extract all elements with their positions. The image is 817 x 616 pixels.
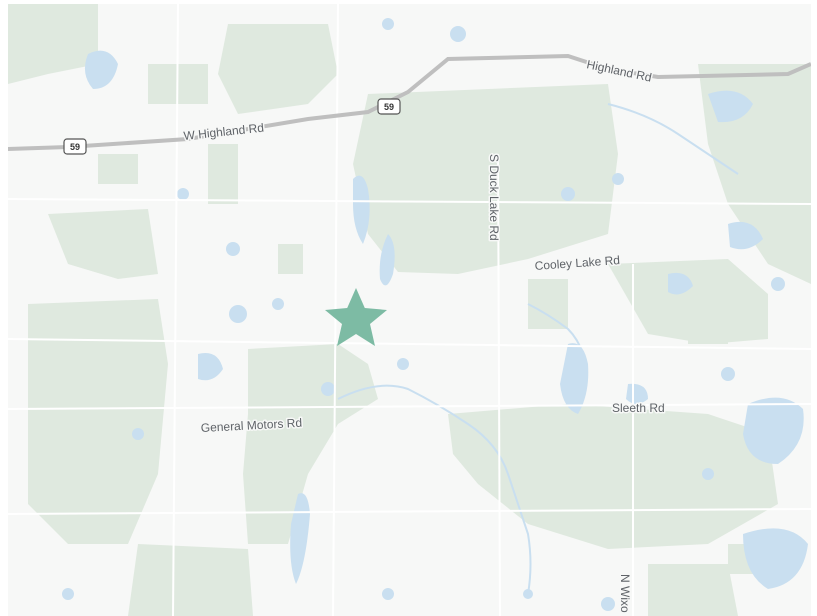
pond	[721, 367, 735, 381]
lake	[353, 175, 370, 244]
shield-icon	[63, 138, 87, 155]
minor-road	[8, 338, 811, 350]
pond	[397, 358, 409, 370]
park-area	[98, 154, 138, 184]
river	[337, 384, 532, 595]
park-area	[128, 544, 253, 616]
pond	[132, 428, 144, 440]
road-label-sleeth: Sleeth Rd	[612, 401, 665, 415]
park-area	[688, 319, 728, 344]
park-area	[48, 209, 158, 279]
pond	[612, 173, 624, 185]
shield-icon	[377, 98, 401, 115]
pond	[601, 597, 615, 611]
lake	[198, 353, 223, 381]
shield-number: 59	[70, 142, 80, 152]
minor-road	[497, 153, 501, 616]
pond	[229, 305, 247, 323]
park-area	[8, 4, 98, 84]
road-label-s-duck-lake: S Duck Lake Rd	[487, 154, 501, 241]
river	[607, 103, 739, 175]
shield-number: 59	[384, 102, 394, 112]
route-shield-59-west: 59	[63, 138, 87, 155]
minor-road	[8, 198, 811, 205]
minor-road	[8, 508, 811, 515]
lake	[728, 221, 763, 250]
lake	[290, 493, 310, 584]
park-area	[278, 244, 303, 274]
lake	[668, 272, 693, 295]
lake	[560, 343, 589, 414]
star-icon[interactable]	[325, 288, 387, 346]
pond	[272, 298, 284, 310]
park-area	[448, 404, 778, 549]
minor-road	[172, 4, 179, 616]
park-area	[243, 344, 378, 544]
pond	[450, 26, 466, 42]
lake	[743, 528, 808, 589]
park-area	[528, 279, 568, 329]
pond	[382, 588, 394, 600]
minor-road	[8, 403, 811, 410]
lake	[84, 50, 118, 89]
park-area	[28, 299, 168, 544]
park-area	[218, 24, 338, 114]
map-view[interactable]: 59 59 W Highland Rd Highland Rd S Duck L…	[8, 4, 811, 616]
lake	[379, 234, 395, 286]
pond	[382, 18, 394, 30]
route-shield-59-center: 59	[377, 98, 401, 115]
pond	[177, 188, 189, 200]
pond	[62, 588, 74, 600]
park-area	[353, 84, 618, 274]
pond	[226, 242, 240, 256]
park-areas	[8, 4, 811, 616]
pond	[771, 277, 785, 291]
map-canvas[interactable]: 59 59 W Highland Rd Highland Rd S Duck L…	[8, 4, 811, 616]
pond	[561, 187, 575, 201]
lake	[708, 90, 753, 123]
highway-59	[8, 53, 811, 151]
park-area	[648, 564, 738, 616]
park-area	[208, 144, 238, 204]
pond	[321, 382, 335, 396]
road-label-general-motors: General Motors Rd	[200, 416, 302, 435]
lake	[626, 383, 648, 404]
lake	[743, 397, 804, 464]
road-label-n-wixom: N Wixo	[618, 574, 632, 613]
pond	[702, 468, 714, 480]
water-bodies	[62, 18, 808, 611]
